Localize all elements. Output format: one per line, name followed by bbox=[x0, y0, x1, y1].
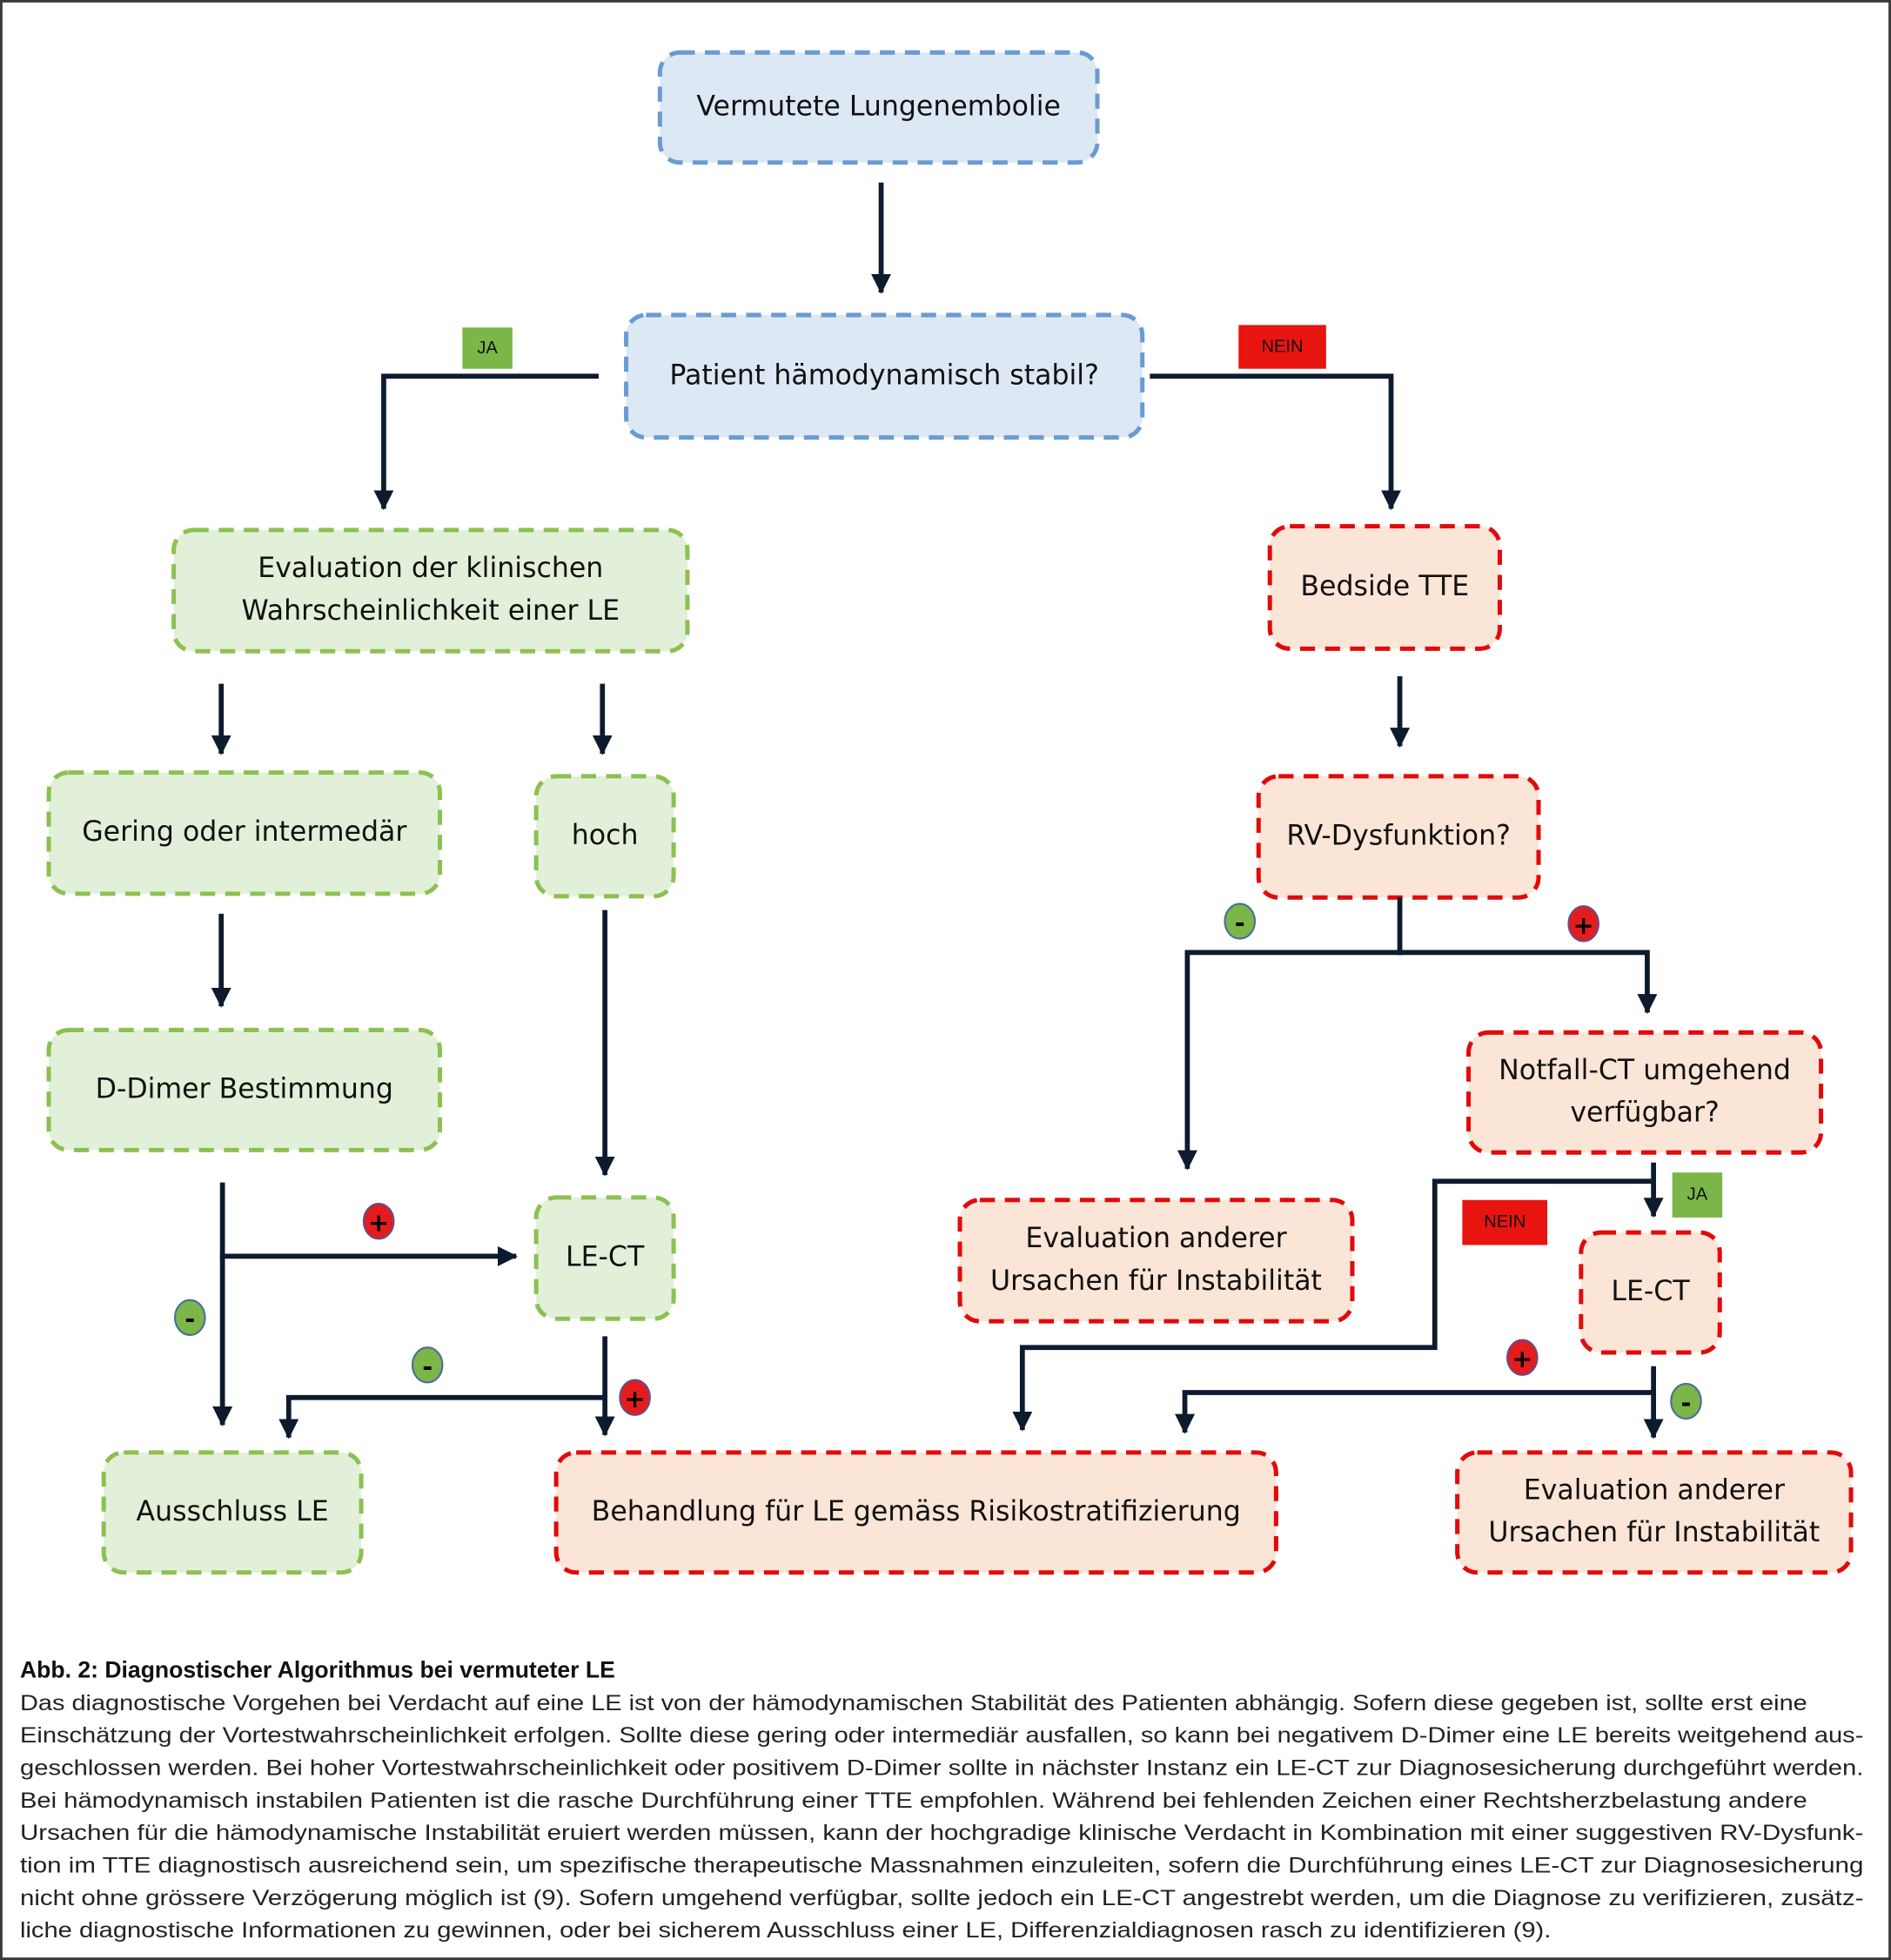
node-notfall: Notfall-CT umgehend verfügbar? bbox=[1466, 1030, 1824, 1155]
node-exclusion: Ausschluss LE bbox=[101, 1450, 364, 1575]
node-box bbox=[46, 770, 443, 896]
caption-line: geschlossen werden. Bei hoher Vortestwah… bbox=[20, 1756, 1863, 1780]
node-box bbox=[553, 1450, 1278, 1575]
connector-notfall-nein bbox=[1012, 1178, 1656, 1432]
plus-sign: + bbox=[1573, 910, 1594, 940]
node-box bbox=[533, 774, 676, 899]
connector-rv-positive bbox=[1397, 950, 1658, 1015]
badge-nein-top-label: NEIN bbox=[1262, 338, 1304, 357]
positive-marker-icon: + bbox=[362, 1203, 395, 1240]
connector-rv-negative bbox=[1177, 950, 1403, 1171]
node-label: Behandlung für LE gemäss Risikostratifiz… bbox=[592, 1496, 1241, 1527]
negative-marker-icon: - bbox=[1224, 903, 1257, 940]
node-box bbox=[1267, 524, 1502, 651]
negative-marker-icon: - bbox=[173, 1299, 206, 1336]
minus-sign: - bbox=[1235, 908, 1245, 937]
node-label: LE-CT bbox=[566, 1242, 645, 1273]
node-high: hoch bbox=[533, 774, 676, 899]
node-label: Notfall-CT umgehend bbox=[1499, 1055, 1791, 1086]
node-label: Wahrscheinlichkeit einer LE bbox=[242, 595, 620, 627]
badge-nein-notfall-label: NEIN bbox=[1484, 1212, 1526, 1232]
node-label: Evaluation anderer bbox=[1524, 1474, 1785, 1506]
plus-sign: + bbox=[1512, 1344, 1532, 1373]
node-box bbox=[1455, 1450, 1854, 1575]
caption-line: Ursachen für die hämodynamische Instabil… bbox=[20, 1822, 1863, 1845]
positive-marker-icon: + bbox=[1506, 1339, 1539, 1376]
node-label: Ausschluss LE bbox=[137, 1496, 329, 1527]
caption-line: tion im TTE diagnostisch ausreichend sei… bbox=[20, 1854, 1863, 1877]
caption-line: Einschätzung der Vortestwahrscheinlichke… bbox=[20, 1724, 1863, 1748]
badge-nein-top: NEIN bbox=[1238, 325, 1326, 369]
negative-marker-icon: - bbox=[411, 1346, 444, 1384]
positive-marker-icon: + bbox=[1567, 905, 1600, 943]
node-treatment: Behandlung für LE gemäss Risikostratifiz… bbox=[553, 1450, 1278, 1575]
node-box bbox=[957, 1198, 1355, 1324]
result-markers: + - - + - + + - bbox=[173, 903, 1702, 1420]
connector-lect-negative bbox=[278, 1394, 608, 1440]
node-label: LE-CT bbox=[1611, 1276, 1690, 1307]
node-stable: Patient hämodynamisch stabil? bbox=[624, 312, 1145, 440]
node-box bbox=[1466, 1030, 1824, 1155]
node-label: Ursachen für Instabilität bbox=[990, 1265, 1322, 1297]
node-bedside: Bedside TTE bbox=[1267, 524, 1502, 651]
connector-lect-right-positive bbox=[1175, 1390, 1656, 1434]
node-label: Patient hämodynamisch stabil? bbox=[669, 359, 1098, 391]
node-label: verfügbar? bbox=[1570, 1097, 1719, 1129]
positive-marker-icon: + bbox=[619, 1379, 651, 1416]
plus-sign: + bbox=[625, 1384, 646, 1413]
negative-marker-icon: - bbox=[1670, 1382, 1702, 1420]
badge-ja-top: JA bbox=[462, 327, 513, 369]
node-label: Evaluation anderer bbox=[1025, 1223, 1286, 1254]
node-box bbox=[1579, 1230, 1722, 1355]
node-box bbox=[657, 50, 1100, 165]
node-evaluation: Evaluation der klinischenWahrscheinlichk… bbox=[171, 527, 690, 654]
node-rv: RV-Dysfunktion? bbox=[1256, 774, 1541, 900]
connector-stable-ja bbox=[373, 373, 599, 511]
node-label: Vermutete Lungenembolie bbox=[696, 91, 1061, 123]
minus-sign: - bbox=[184, 1304, 195, 1333]
node-label: Ursachen für Instabilität bbox=[1488, 1517, 1820, 1548]
node-start: Vermutete Lungenembolie bbox=[657, 50, 1100, 165]
caption-line: Das diagnostische Vorgehen bei Verdacht … bbox=[20, 1692, 1807, 1715]
node-lect-right: LE-CT bbox=[1579, 1230, 1722, 1355]
node-box bbox=[101, 1450, 364, 1575]
node-label: Gering oder intermedär bbox=[82, 816, 406, 848]
badge-ja-notfall: JA bbox=[1672, 1172, 1723, 1218]
node-label: D-Dimer Bestimmung bbox=[96, 1073, 393, 1104]
badge-nein-notfall: NEIN bbox=[1462, 1199, 1548, 1245]
caption-line: liche diagnostische Informationen zu gew… bbox=[20, 1919, 1551, 1943]
node-label: RV-Dysfunktion? bbox=[1286, 821, 1510, 852]
caption-line: nicht ohne grössere Verzögerung möglich … bbox=[20, 1887, 1863, 1910]
node-label: Evaluation der klinischen bbox=[258, 553, 603, 584]
badge-ja-notfall-label: JA bbox=[1687, 1185, 1708, 1204]
minus-sign: - bbox=[422, 1352, 433, 1381]
caption-body: Das diagnostische Vorgehen bei Verdacht … bbox=[20, 1692, 1863, 1943]
node-box bbox=[624, 312, 1145, 440]
node-low: Gering oder intermedär bbox=[46, 770, 443, 896]
node-box bbox=[46, 1027, 443, 1152]
node-label: hoch bbox=[572, 820, 639, 851]
minus-sign: - bbox=[1680, 1387, 1691, 1417]
node-box bbox=[171, 527, 690, 654]
node-box bbox=[533, 1195, 676, 1321]
flowchart-connectors bbox=[211, 182, 1664, 1440]
node-ddimer: D-Dimer Bestimmung bbox=[46, 1027, 443, 1152]
caption-line: Bei hämodynamisch instabilen Patienten i… bbox=[20, 1789, 1807, 1813]
node-lect-left: LE-CT bbox=[533, 1195, 676, 1321]
figure-caption: Abb. 2: Diagnostischer Algorithmus bei v… bbox=[20, 1656, 1863, 1943]
plus-sign: + bbox=[368, 1208, 389, 1238]
caption-title: Abb. 2: Diagnostischer Algorithmus bei v… bbox=[20, 1656, 615, 1682]
connector-stable-nein bbox=[1150, 373, 1402, 511]
node-label: Bedside TTE bbox=[1300, 571, 1469, 602]
badge-ja-top-label: JA bbox=[477, 339, 498, 358]
